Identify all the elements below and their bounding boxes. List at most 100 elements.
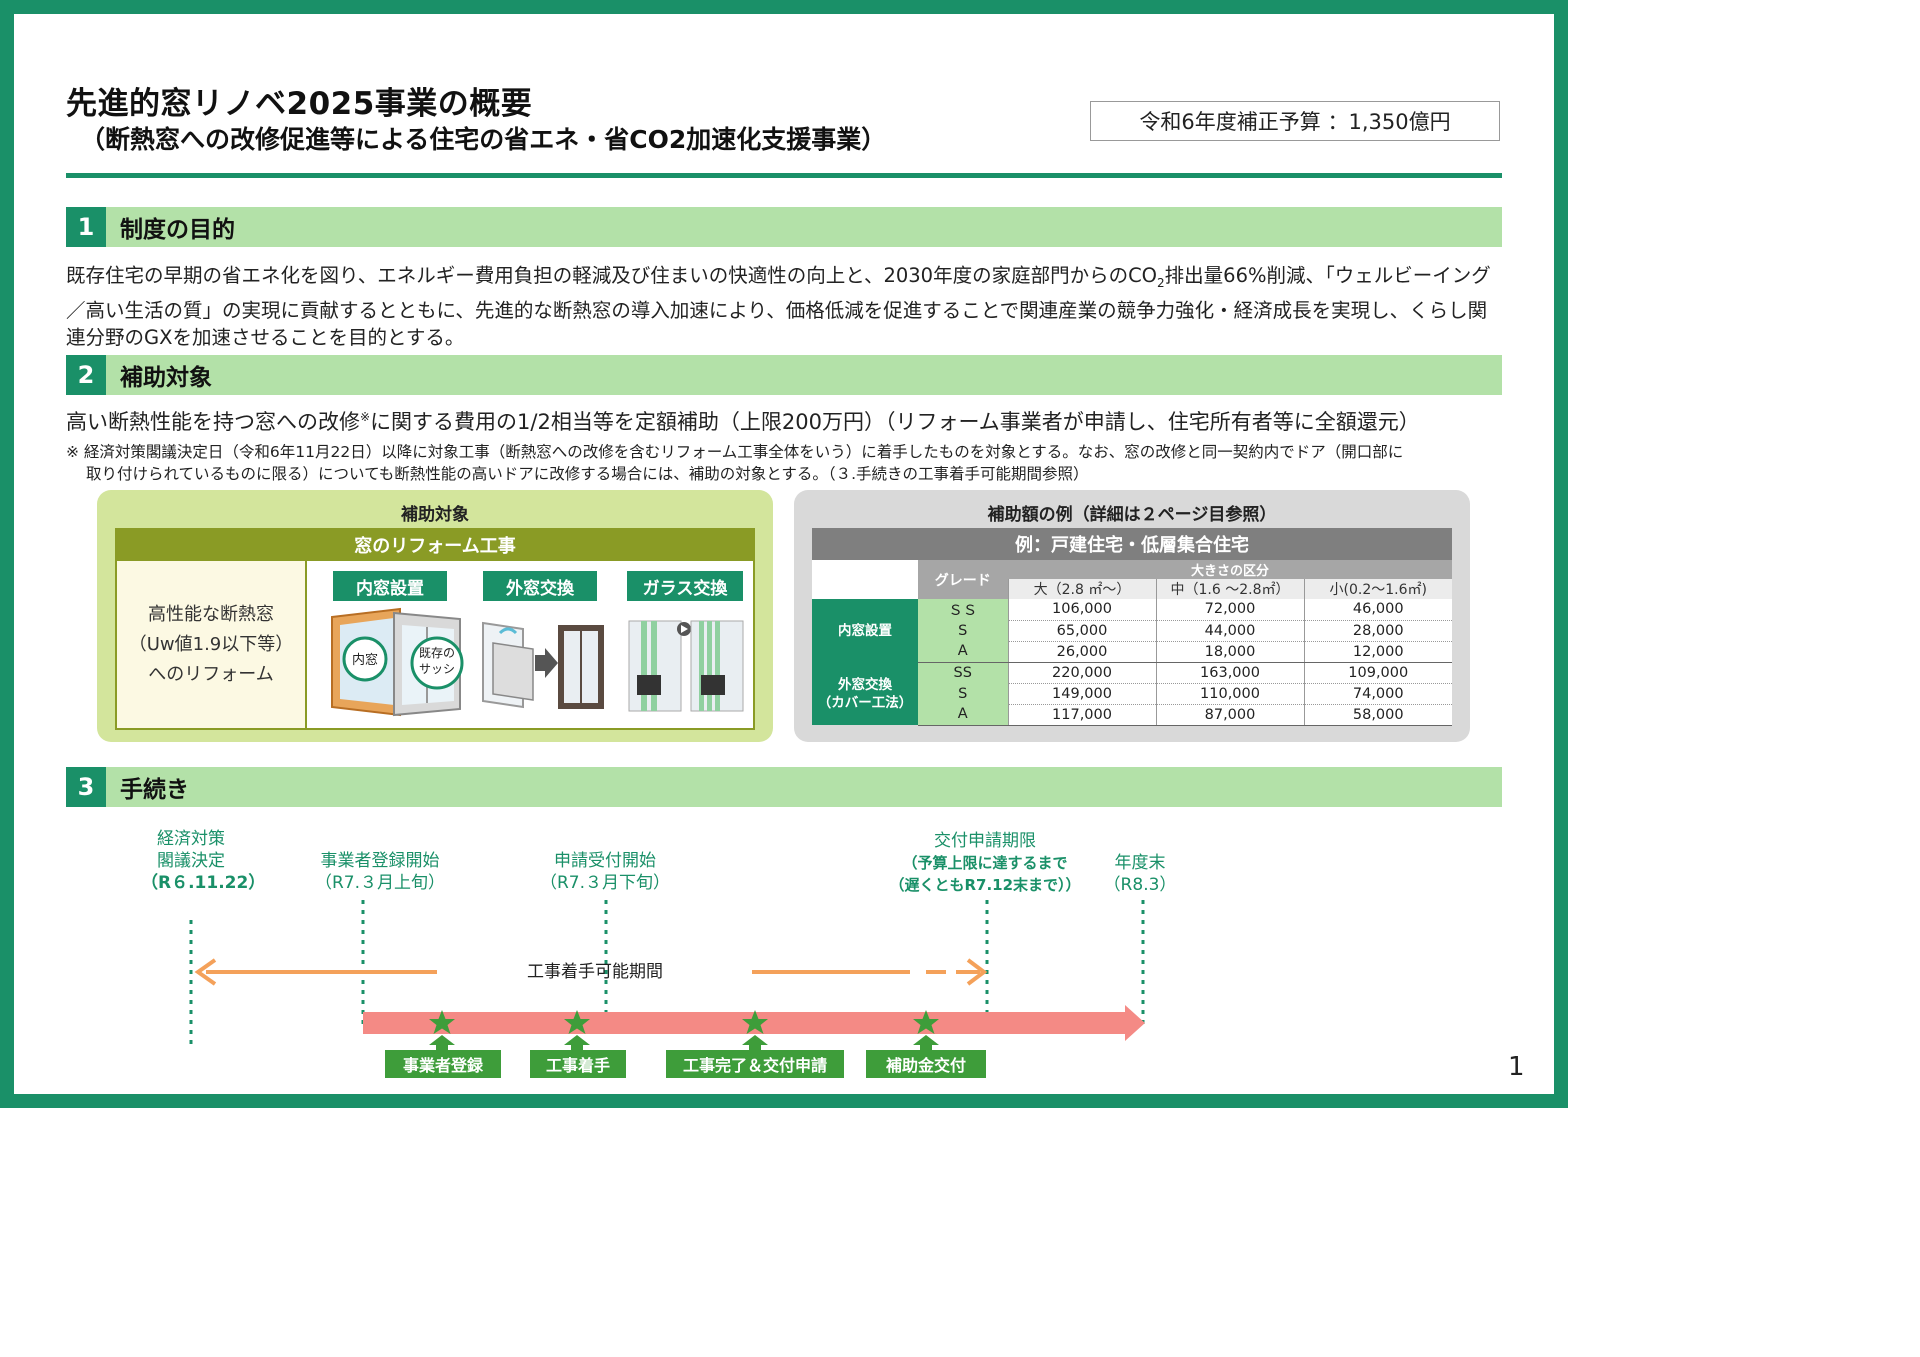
value-cell: 109,000 [1303,662,1452,684]
value-cell: 46,000 [1303,599,1452,621]
category-line: （カバー工法） [817,694,913,711]
purpose-text-a: 既存住宅の早期の省エネ化を図り、エネルギー費用負担の軽減及び住まいの快適性の向上… [66,264,1158,287]
table-row: S 65,000 44,000 28,000 [812,620,1452,642]
value-cell: 106,000 [1007,599,1156,621]
type-tag-inner-window: 内窓設置 [333,571,447,601]
description-line: 高性能な断熱窓 [148,603,274,625]
step-business-registration: 事業者登録 [385,1050,501,1078]
grade-cell: A [918,641,1008,663]
size-column-large: 大（2.8 ㎡～） [1007,579,1156,599]
grade-cell: ＳＳ [918,599,1008,620]
star-icon [564,1010,590,1034]
description-line: へのリフォーム [148,663,274,685]
page-number: 1 [1508,1052,1525,1082]
table-row: 外窓交換 （カバー工法） SS 220,000 163,000 109,000 [812,662,1452,725]
step-subsidy-payment: 補助金交付 [866,1050,986,1078]
construction-period-arrow [194,958,988,986]
value-cell: 72,000 [1155,599,1304,621]
value-cell: 44,000 [1155,620,1304,642]
milestone-text: 閣議決定 [157,851,225,871]
milestone-date: （R8.3） [1103,875,1177,895]
milestone-cabinet-decision: 経済対策 閣議決定 （R６.11.22） [141,828,266,894]
step-construction-start: 工事着手 [530,1050,626,1078]
existing-sash-bubble-2: サッシ [419,662,455,676]
size-column-medium: 中（1.6 ～2.8㎡） [1155,579,1304,599]
subsidy-summary-a: 高い断熱性能を持つ窓への改修 [66,410,360,434]
milestone-application-start: 申請受付開始 （R7.３月下旬） [525,850,685,894]
value-cell: 149,000 [1007,683,1156,705]
milestone-date: （R7.３月下旬） [539,873,671,893]
milestone-application-deadline: 交付申請期限 （予算上限に達するまで （遅くともR7.12末まで）） [880,830,1090,896]
value-cell: 12,000 [1303,641,1452,663]
milestone-text: 申請受付開始 [554,851,656,871]
budget-box: 令和6年度補正予算 ：1,350億円 [1090,101,1500,141]
value-cell: 58,000 [1303,704,1452,726]
note-line-1: ※ 経済対策閣議決定日（令和6年11月22日）以降に対象工事（断熱窓への改修を含… [66,443,1404,461]
target-panel-title: 補助対象 [401,505,469,525]
table-corner [812,560,918,599]
section-label: 制度の目的 [120,217,235,243]
page-subtitle: （断熱窓への改修促進等による住宅の省エネ・省CO2加速化支援事業） [80,125,887,154]
section-label: 補助対象 [120,365,212,391]
table-row: 内窓設置 ＳＳ 106,000 72,000 46,000 [812,599,1452,662]
milestone-text: 経済対策 [157,829,225,849]
procedure-timeline: 工事着手可能期間 [189,900,1145,1050]
category-inner-window: 内窓設置 [812,599,918,662]
grade-cell: S [918,620,1008,641]
table-title: 例：戸建住宅・低層集合住宅 [812,528,1452,560]
value-cell: 65,000 [1007,620,1156,642]
value-cell: 117,000 [1007,704,1156,726]
milestone-text: 交付申請期限 [934,831,1036,851]
milestone-registration-start: 事業者登録開始 （R7.３月上旬） [300,850,460,894]
type-tag-glass: ガラス交換 [627,571,743,601]
section-header-purpose: 1 制度の目的 [66,207,1502,247]
milestone-date: （R7.３月上旬） [314,873,446,893]
amount-panel-title: 補助額の例（詳細は２ページ目参照） [987,505,1277,525]
subsidy-note: ※ 経済対策閣議決定日（令和6年11月22日）以降に対象工事（断熱窓への改修を含… [66,441,1506,485]
description-line: （Uw値1.9以下等） [128,633,294,655]
milestone-text: 事業者登録開始 [320,851,440,871]
category-line: 外窓交換 [838,676,892,693]
milestone-text: 年度末 [1114,853,1166,873]
value-cell: 74,000 [1303,683,1452,705]
table-row: A 26,000 18,000 12,000 [812,641,1452,663]
table-row: A 117,000 87,000 58,000 [812,704,1452,726]
window-reform-description: 高性能な断熱窓 （Uw値1.9以下等） へのリフォーム [117,561,307,728]
section-label: 手続き [120,777,189,803]
note-mark: ※ [360,410,371,424]
star-icon [913,1010,939,1034]
milestone-note: （遅くともR7.12末まで）） [889,876,1081,894]
value-cell: 220,000 [1007,662,1156,684]
star-icon [429,1010,455,1034]
value-cell: 163,000 [1155,662,1304,684]
step-arrows [429,1035,939,1050]
subsidy-amount-table: 例：戸建住宅・低層集合住宅 グレード 大きさの区分 大（2.8 ㎡～） 中（1.… [812,528,1452,726]
note-line-2: 取り付けられているものに限る）についても断熱性能の高いドアに改修する場合には、補… [86,465,1089,483]
step-completion-application: 工事完了＆交付申請 [666,1050,844,1078]
inner-window-bubble: 内窓 [352,652,378,668]
section-header-subsidy-target: 2 補助対象 [66,355,1502,395]
milestone-fiscal-year-end: 年度末 （R8.3） [1095,852,1185,896]
size-column-small: 小(0.2～1.6㎡) [1303,579,1452,599]
section-number: 2 [66,355,106,395]
purpose-paragraph: 既存住宅の早期の省エネ化を図り、エネルギー費用負担の軽減及び住まいの快適性の向上… [66,262,1506,351]
grade-header: グレード [918,560,1008,599]
page-title: 先進的窓リノベ2025事業の概要 [66,86,533,122]
purpose-subscript: 2 [1157,275,1165,290]
outer-window-illustration [482,621,604,709]
size-header: 大きさの区分 [1008,560,1452,579]
window-reform-header: 窓のリフォーム工事 [115,528,755,561]
purpose-text-b: 排出量66%削減、「ウェルビーイング／高い生活の質」の実現に貢献するとともに、先… [66,264,1491,349]
value-cell: 26,000 [1007,641,1156,663]
grade-cell: S [918,683,1008,704]
milestone-date: （R６.11.22） [141,873,266,893]
header-divider [66,173,1502,178]
inner-window-illustration: 内窓 既存の サッシ [331,607,464,717]
subsidy-summary: 高い断熱性能を持つ窓への改修※に関する費用の1/2相当等を定額補助（上限200万… [66,406,1420,436]
budget-text: 令和6年度補正予算 ：1,350億円 [1139,110,1451,134]
star-markers [429,1010,939,1034]
section-number: 3 [66,767,106,807]
subsidy-summary-b: に関する費用の1/2相当等を定額補助（上限200万円）（リフォーム事業者が申請し… [370,410,1420,434]
page-frame [0,0,1568,1108]
milestone-note: （予算上限に達するまで [902,854,1068,872]
